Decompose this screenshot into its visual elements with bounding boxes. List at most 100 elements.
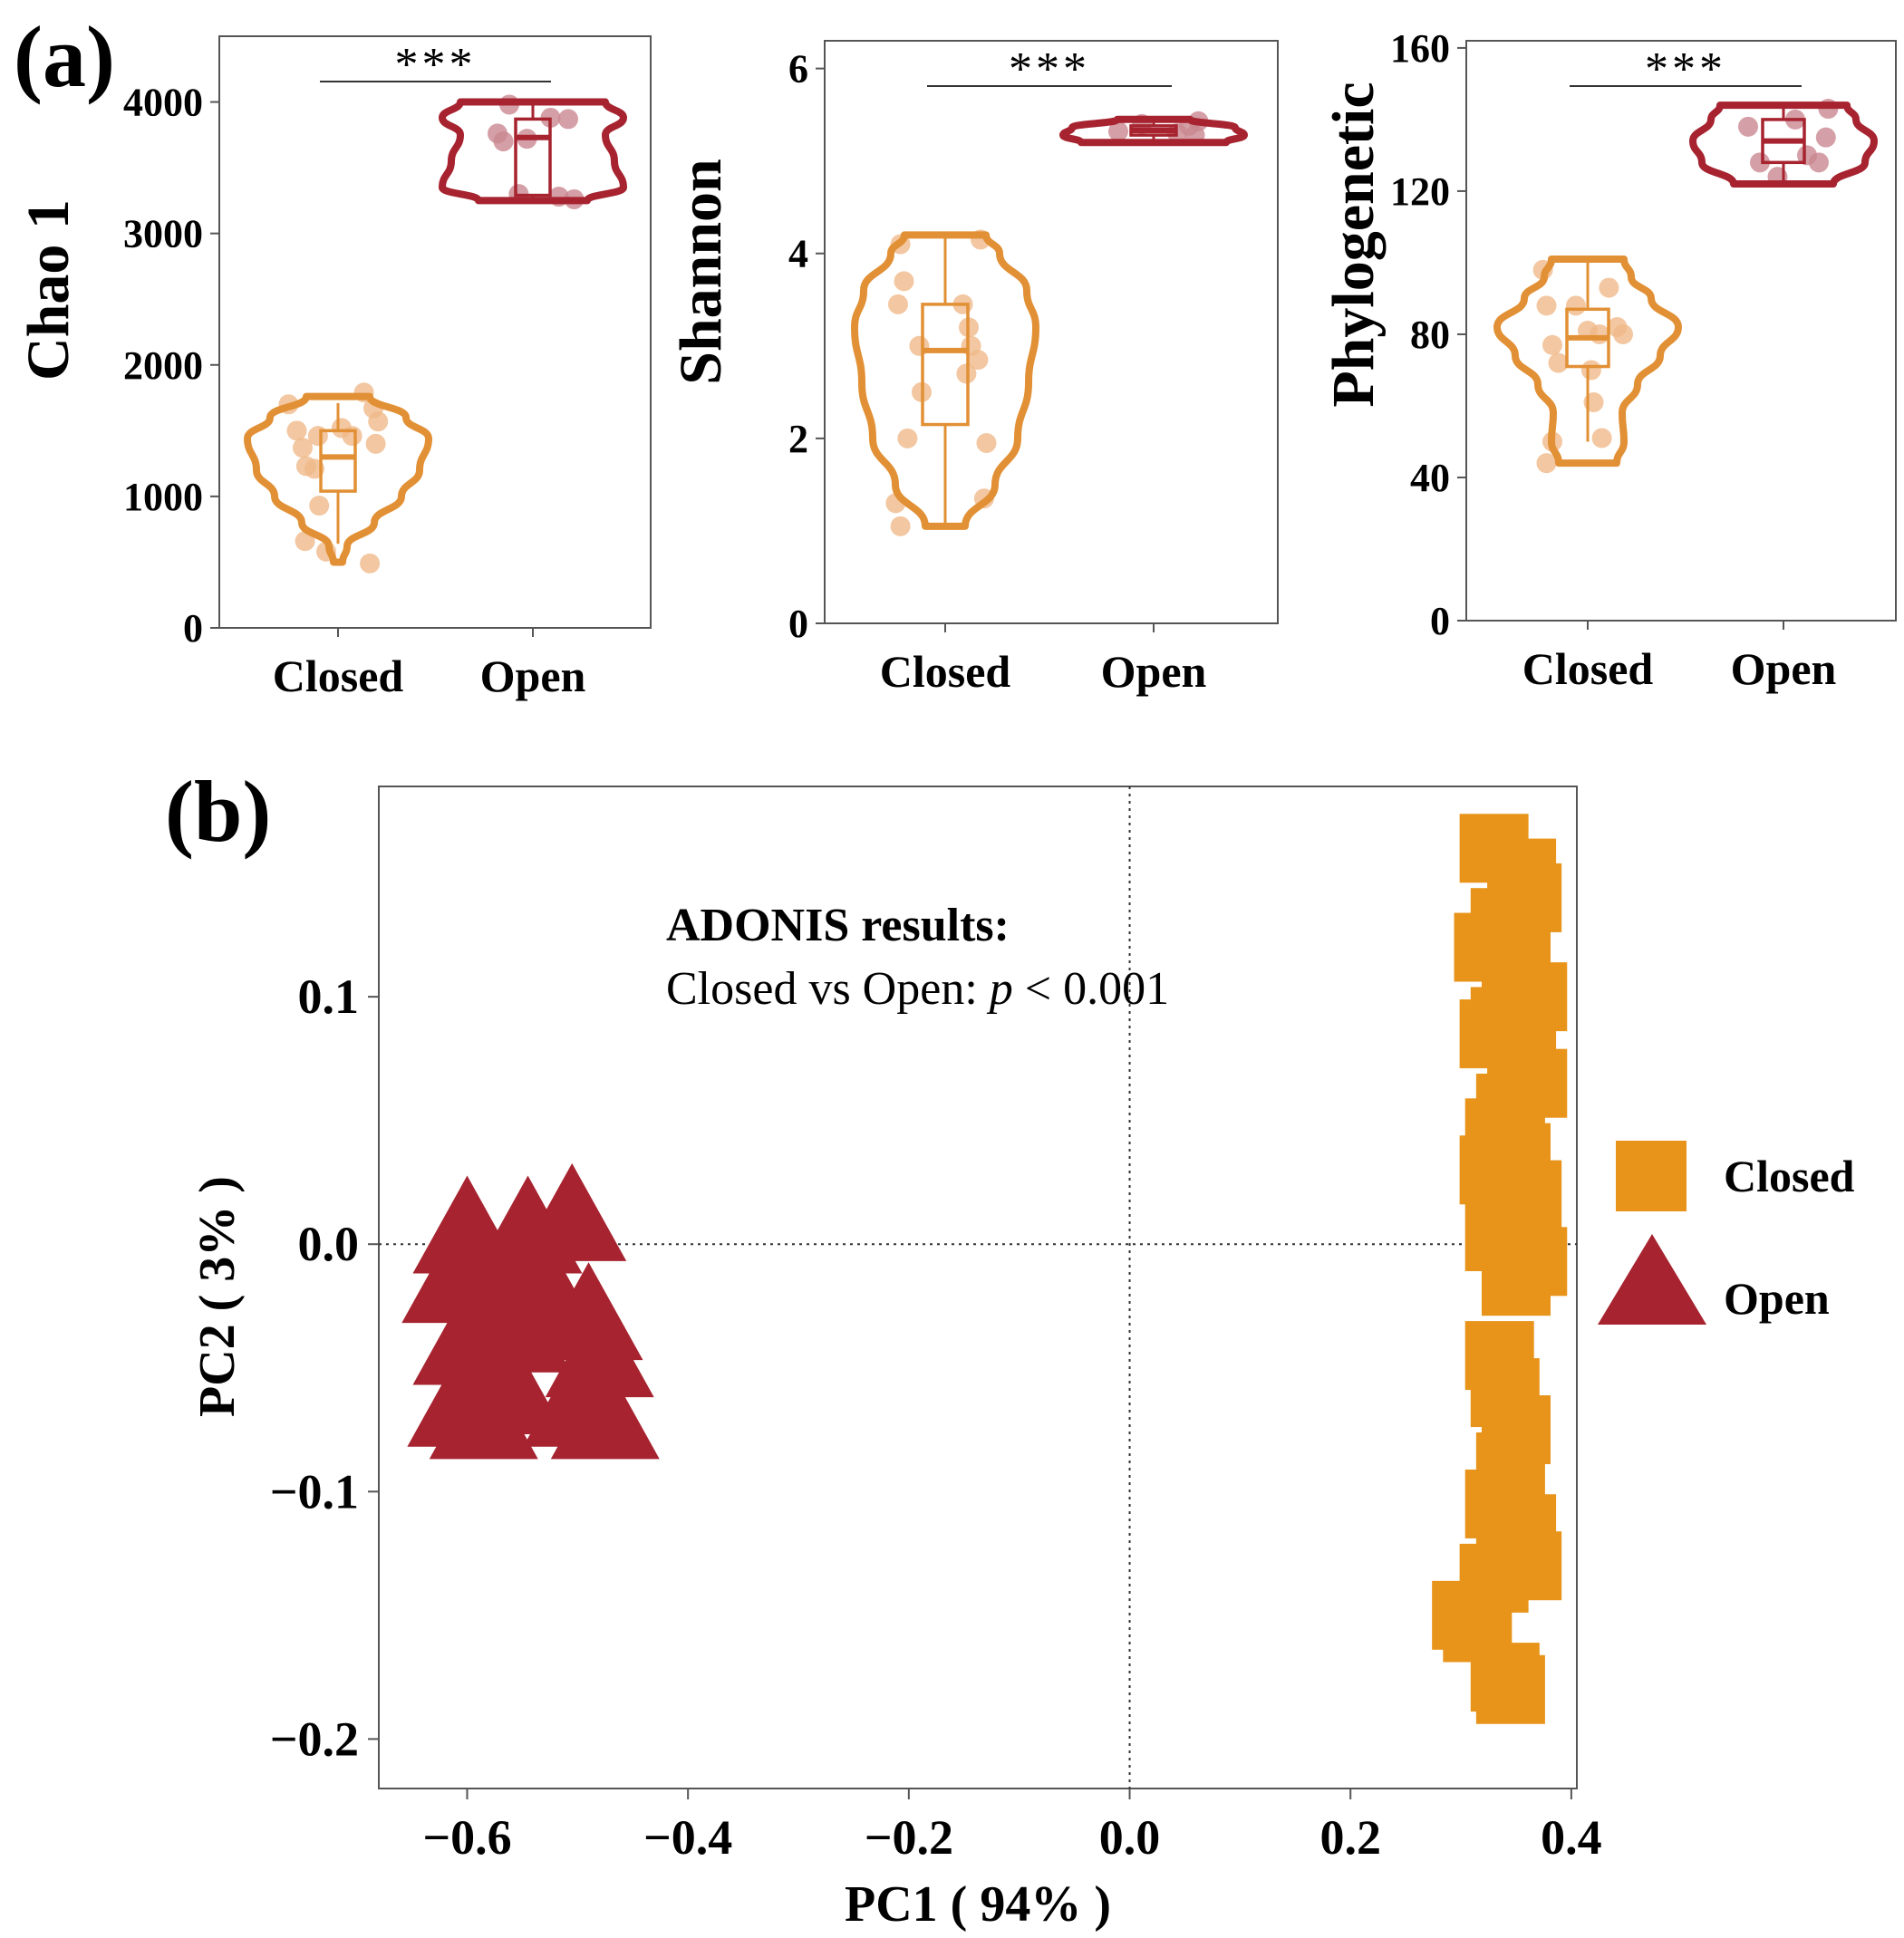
y-tick-label: 6 <box>788 47 808 92</box>
jitter-point <box>1809 152 1829 173</box>
panel-label-b: (b) <box>165 763 271 860</box>
annotation-text: Closed vs Open: p < 0.001 <box>666 963 1169 1015</box>
jitter-point <box>1590 323 1609 344</box>
y-axis-label: Shannon <box>668 159 734 385</box>
y-tick-label: 3000 <box>123 212 203 256</box>
jitter-point <box>890 516 911 536</box>
jitter-point <box>1536 453 1557 474</box>
jitter-point <box>293 438 313 458</box>
y-tick-label: 4000 <box>123 81 203 125</box>
jitter-point <box>968 350 989 371</box>
x-category-label: Closed <box>1522 643 1654 694</box>
jitter-point <box>360 553 381 574</box>
jitter-point <box>1580 360 1601 381</box>
legend-label-closed: Closed <box>1724 1151 1855 1201</box>
violin-outline <box>851 231 1039 530</box>
y-tick-label: 0 <box>183 606 203 651</box>
x-category-label: Open <box>1731 643 1837 694</box>
jitter-point <box>1536 295 1557 316</box>
annotation-prefix: Closed vs Open: <box>666 963 990 1015</box>
y-axis-label: Chao 1 <box>15 199 82 381</box>
violin-outline <box>1493 255 1682 468</box>
y-tick-label: 2000 <box>123 343 203 388</box>
violin-group-closed <box>1493 255 1682 474</box>
panel-label-a: (a) <box>14 8 115 105</box>
data-point-square <box>1493 1531 1562 1601</box>
significance-stars: *** <box>1645 43 1726 95</box>
jitter-point <box>894 271 914 292</box>
violin-outline <box>1689 101 1878 188</box>
jitter-point <box>286 420 307 441</box>
significance-stars: *** <box>1009 43 1090 95</box>
x-axis-label: PC1 ( 94% ) <box>845 1876 1111 1933</box>
jitter-point <box>295 531 315 552</box>
plot-frame <box>1465 40 1897 622</box>
plot-frame <box>218 35 652 629</box>
jitter-point <box>976 432 997 453</box>
violin-group-open <box>439 94 627 209</box>
violin-group-open <box>1689 99 1878 188</box>
data-point-triangle <box>429 1361 538 1460</box>
y-tick-label: 0.1 <box>298 969 360 1024</box>
violin-outline <box>439 98 627 205</box>
jitter-point <box>368 411 389 432</box>
y-tick-label: 1000 <box>123 475 203 519</box>
series-closed <box>1432 814 1568 1724</box>
legend-label-open: Open <box>1724 1273 1830 1324</box>
annotation-suffix: < 0.001 <box>1013 963 1169 1015</box>
violin-outline <box>1059 115 1248 147</box>
jitter-point <box>365 433 386 454</box>
x-category-label: Open <box>480 651 586 701</box>
y-tick-label: −0.1 <box>270 1464 359 1519</box>
y-tick-label: 160 <box>1390 26 1450 71</box>
significance-stars: *** <box>395 39 477 91</box>
y-tick-label: 4 <box>788 232 808 276</box>
box-iqr <box>319 429 357 493</box>
y-tick-label: 40 <box>1410 456 1450 500</box>
violin-group-closed <box>244 382 432 574</box>
legend-swatch-closed <box>1616 1141 1687 1211</box>
y-tick-label: 2 <box>788 417 808 461</box>
annotation-p-symbol: p <box>986 963 1013 1015</box>
jitter-point <box>1815 127 1836 148</box>
jitter-point <box>558 109 578 130</box>
x-category-label: Open <box>1101 646 1207 697</box>
jitter-point <box>307 426 328 447</box>
jitter-point <box>1108 121 1128 142</box>
x-tick-label: 0.0 <box>1099 1810 1161 1865</box>
x-tick-label: 0.4 <box>1541 1810 1602 1865</box>
x-tick-label: −0.6 <box>422 1810 511 1865</box>
x-category-label: Closed <box>273 651 404 701</box>
jitter-point <box>342 426 362 447</box>
series-open <box>401 1162 660 1460</box>
data-point-square <box>1475 1654 1545 1724</box>
y-tick-label: 120 <box>1390 169 1450 214</box>
data-point-square <box>1481 1247 1551 1316</box>
x-tick-label: −0.4 <box>643 1810 732 1865</box>
data-point-triangle <box>550 1361 660 1460</box>
jitter-point <box>1738 116 1758 137</box>
jitter-point <box>1613 323 1633 344</box>
x-category-label: Closed <box>880 646 1011 697</box>
jitter-point <box>1591 428 1612 448</box>
y-axis-label: Phylogenetic <box>1320 82 1387 407</box>
y-tick-label: 80 <box>1410 313 1450 357</box>
jitter-point <box>1566 295 1586 316</box>
y-tick-label: 0 <box>1430 599 1450 643</box>
x-tick-label: 0.2 <box>1319 1810 1381 1865</box>
jitter-point <box>493 131 514 152</box>
violin-group-open <box>1059 111 1248 147</box>
y-axis-label: PC2 ( 3% ) <box>189 1176 246 1417</box>
jitter-point <box>1599 277 1619 298</box>
box-iqr <box>921 303 970 427</box>
jitter-point <box>1548 352 1569 373</box>
jitter-point <box>1542 334 1562 355</box>
plot-frame <box>378 786 1578 1789</box>
jitter-point <box>897 428 918 448</box>
jitter-point <box>1750 152 1770 173</box>
